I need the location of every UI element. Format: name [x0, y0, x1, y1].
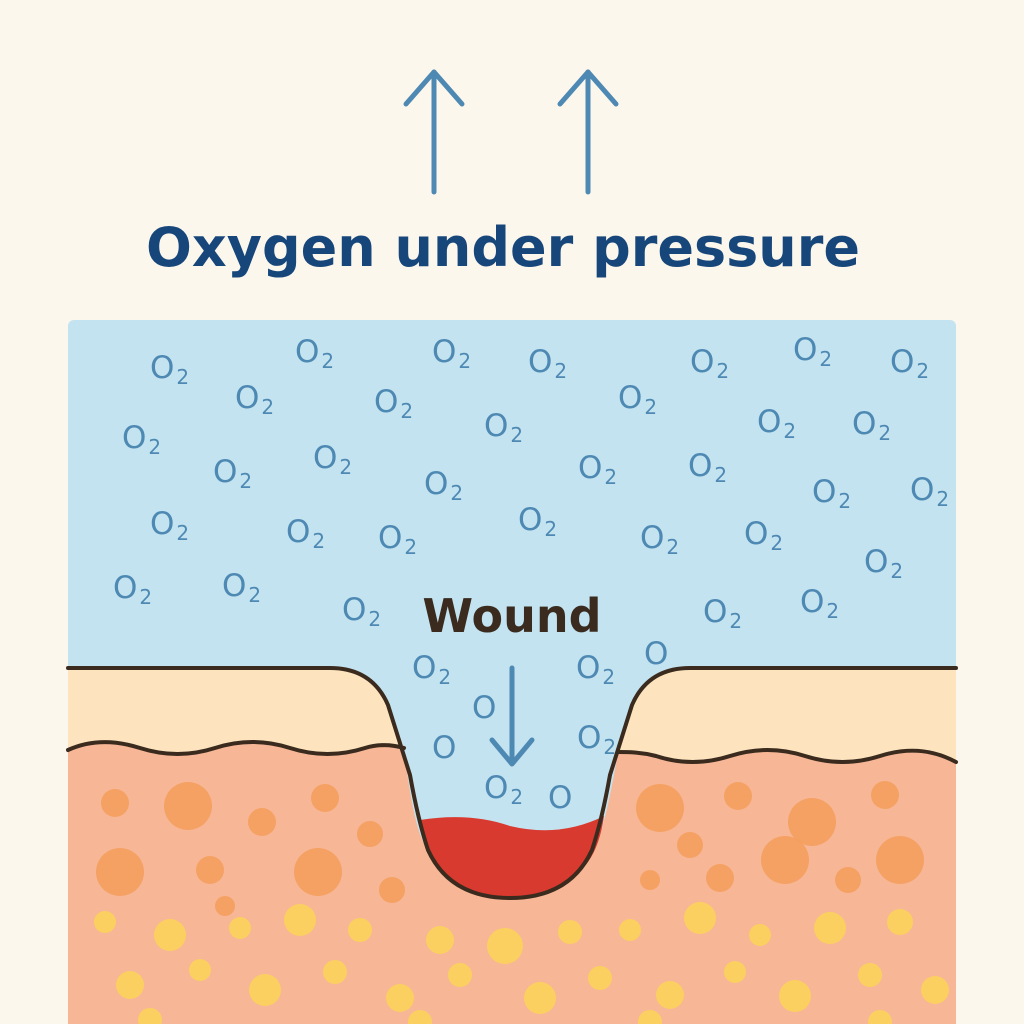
tissue-cell	[724, 782, 752, 810]
oxygen-atom: O	[472, 690, 496, 726]
epidermis-layer	[68, 668, 956, 762]
tissue-cell	[379, 877, 405, 903]
tissue-cell	[761, 836, 809, 884]
tissue-cell	[357, 821, 383, 847]
tissue-cell	[189, 959, 211, 981]
tissue-cell	[294, 848, 342, 896]
tissue-cell	[229, 917, 251, 939]
tissue-cell	[876, 836, 924, 884]
tissue-cell	[749, 924, 771, 946]
tissue-cells	[94, 781, 949, 1024]
tissue-cell	[858, 963, 882, 987]
tissue-cell	[116, 971, 144, 999]
tissue-cell	[311, 784, 339, 812]
tissue-cell	[164, 782, 212, 830]
oxygen-atom: O	[644, 636, 668, 672]
tissue-cell	[558, 920, 582, 944]
tissue-cell	[887, 909, 913, 935]
tissue-cell	[94, 911, 116, 933]
tissue-cell	[921, 976, 949, 1004]
epidermis-boundary-right	[616, 748, 958, 764]
skin-surface-outline	[66, 666, 958, 900]
tissue-cell	[656, 981, 684, 1009]
up-arrow-icon	[403, 69, 465, 195]
tissue-cell	[779, 980, 811, 1012]
tissue-cell	[588, 966, 612, 990]
tissue-cell	[386, 984, 414, 1012]
tissue-cell	[323, 960, 347, 984]
tissue-cell	[524, 982, 556, 1014]
wound-label: Wound	[422, 589, 601, 643]
tissue-cell	[788, 798, 836, 846]
tissue-cell	[677, 832, 703, 858]
tissue-cell	[684, 902, 716, 934]
wound-bed	[420, 816, 604, 898]
tissue-cell	[724, 961, 746, 983]
oxygen-atom: O	[548, 780, 572, 816]
tissue-cell	[408, 1010, 432, 1024]
epidermis-boundary-left	[66, 740, 406, 756]
tissue-cell	[284, 904, 316, 936]
tissue-cell	[101, 789, 129, 817]
tissue-cell	[448, 963, 472, 987]
tissue-cell	[487, 928, 523, 964]
dermis-layer	[68, 742, 956, 1024]
tissue-cell	[868, 1010, 892, 1024]
tissue-cell	[248, 808, 276, 836]
tissue-cell	[619, 919, 641, 941]
down-arrow-icon	[489, 665, 535, 767]
up-arrow-icon	[557, 69, 619, 195]
tissue-cell	[154, 919, 186, 951]
tissue-cell	[638, 1010, 662, 1024]
tissue-cell	[138, 1008, 162, 1024]
tissue-cell	[636, 784, 684, 832]
tissue-cell	[348, 918, 372, 942]
tissue-cell	[215, 896, 235, 916]
tissue-cell	[96, 848, 144, 896]
tissue-cell	[426, 926, 454, 954]
tissue-cell	[835, 867, 861, 893]
tissue-cell	[196, 856, 224, 884]
oxygen-atom: O	[432, 730, 456, 766]
tissue-cell	[640, 870, 660, 890]
tissue-cell	[814, 912, 846, 944]
tissue-cell	[706, 864, 734, 892]
tissue-cell	[871, 781, 899, 809]
diagram-title: Oxygen under pressure	[146, 216, 860, 279]
tissue-cell	[249, 974, 281, 1006]
